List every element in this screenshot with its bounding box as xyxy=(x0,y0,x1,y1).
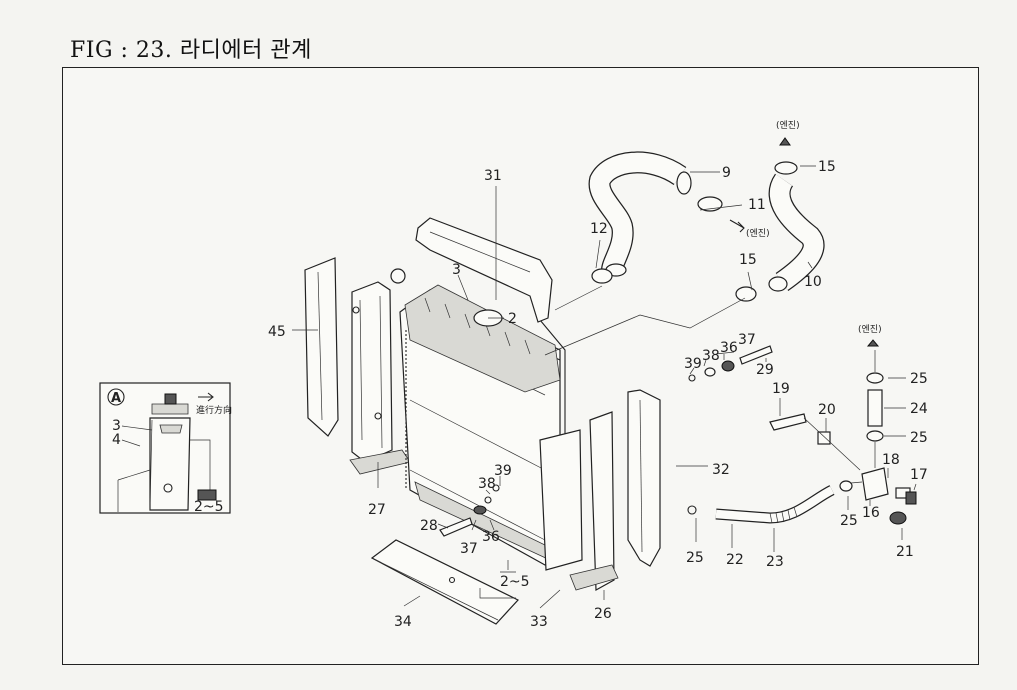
part-15-clamp-lower xyxy=(735,286,757,302)
callout-22: 22 xyxy=(726,552,744,568)
callout-34: 34 xyxy=(394,614,412,630)
callout-25-c: 25 xyxy=(686,550,704,566)
callout-leaders xyxy=(292,165,917,609)
callout-37-lower: 37 xyxy=(460,541,478,557)
callout-32: 32 xyxy=(712,462,730,478)
callout-15-upper: 15 xyxy=(818,159,836,175)
part-45-side-shroud xyxy=(304,257,339,437)
callout-31: 31 xyxy=(484,168,502,184)
part-16-drain-valve xyxy=(839,467,917,525)
arrow-right-icon xyxy=(198,392,214,402)
callout-11: 11 xyxy=(748,197,766,213)
callout-16: 16 xyxy=(862,505,880,521)
part-26-bracket xyxy=(569,411,619,592)
callout-36-upper: 36 xyxy=(720,340,738,356)
arrow-up-engine-icon xyxy=(779,137,791,146)
callout-38-upper: 38 xyxy=(702,348,720,364)
part-15-clamp-upper xyxy=(774,161,798,175)
callout-37-upper: 37 xyxy=(738,332,756,348)
figure-title: FIG : 23. 라디에터 관계 xyxy=(70,38,312,63)
part-12-clamp xyxy=(591,268,613,284)
arrow-to-engine-icon xyxy=(729,219,745,233)
engine-label-right: (엔진) xyxy=(858,324,882,335)
inset-marker: A xyxy=(111,391,121,406)
part-10-lower-hose xyxy=(768,173,825,292)
callout-23: 23 xyxy=(766,554,784,570)
engine-label-mid: (엔진) xyxy=(746,228,770,239)
callout-2: 2 xyxy=(508,311,517,327)
callout-39-upper: 39 xyxy=(684,356,702,372)
callout-24: 24 xyxy=(910,401,928,417)
inset-detail-a: A 進行方向 3 4 2~5 xyxy=(99,382,232,515)
callout-15-lower: 15 xyxy=(739,252,757,268)
callout-27: 27 xyxy=(368,502,386,518)
part-24-overflow-hose xyxy=(866,339,884,468)
callout-17: 17 xyxy=(910,467,928,483)
callout-39-lower: 39 xyxy=(494,463,512,479)
part-cluster-36-39-lower xyxy=(439,484,500,537)
inset-label-4: 4 xyxy=(112,432,121,448)
part-22-23-drain-hose xyxy=(687,480,853,524)
callout-29: 29 xyxy=(756,362,774,378)
inset-label-2-5: 2~5 xyxy=(194,499,224,515)
callout-45: 45 xyxy=(268,324,286,340)
radiator-core xyxy=(390,268,566,566)
callout-33: 33 xyxy=(530,614,548,630)
callout-9: 9 xyxy=(722,165,731,181)
callout-25-b: 25 xyxy=(910,430,928,446)
callout-19: 19 xyxy=(772,381,790,397)
callout-21: 21 xyxy=(896,544,914,560)
callout-28: 28 xyxy=(420,518,438,534)
callout-3: 3 xyxy=(452,262,461,278)
callout-20: 20 xyxy=(818,402,836,418)
inset-label-3: 3 xyxy=(112,418,121,434)
part-27-bracket xyxy=(349,281,411,475)
part-9-upper-hose xyxy=(588,151,692,277)
callout-36-lower: 36 xyxy=(482,529,500,545)
callout-25-a: 25 xyxy=(910,371,928,387)
callout-26: 26 xyxy=(594,606,612,622)
callout-numbers: 9 11 15 15 12 10 31 3 2 45 27 37 36 38 3… xyxy=(268,159,928,630)
callout-2-5: 2~5 xyxy=(500,574,530,590)
part-11-clamp xyxy=(697,196,723,212)
callout-12: 12 xyxy=(590,221,608,237)
part-19-20-bracket-bolt xyxy=(769,413,861,471)
part-bracket-inner xyxy=(539,429,583,571)
part-32-side-shroud xyxy=(627,389,661,567)
arrow-up-engine-icon-2 xyxy=(866,339,880,347)
part-34-bottom-plate xyxy=(370,539,519,625)
callout-18: 18 xyxy=(882,452,900,468)
callout-25-d: 25 xyxy=(840,513,858,529)
callout-38-lower: 38 xyxy=(478,476,496,492)
part-cluster-36-39-upper xyxy=(688,345,773,382)
callout-10: 10 xyxy=(804,274,822,290)
part-31-upper-shroud xyxy=(415,217,553,323)
engine-label-top: (엔진) xyxy=(776,120,800,131)
inset-direction-text: 進行方向 xyxy=(196,404,232,416)
